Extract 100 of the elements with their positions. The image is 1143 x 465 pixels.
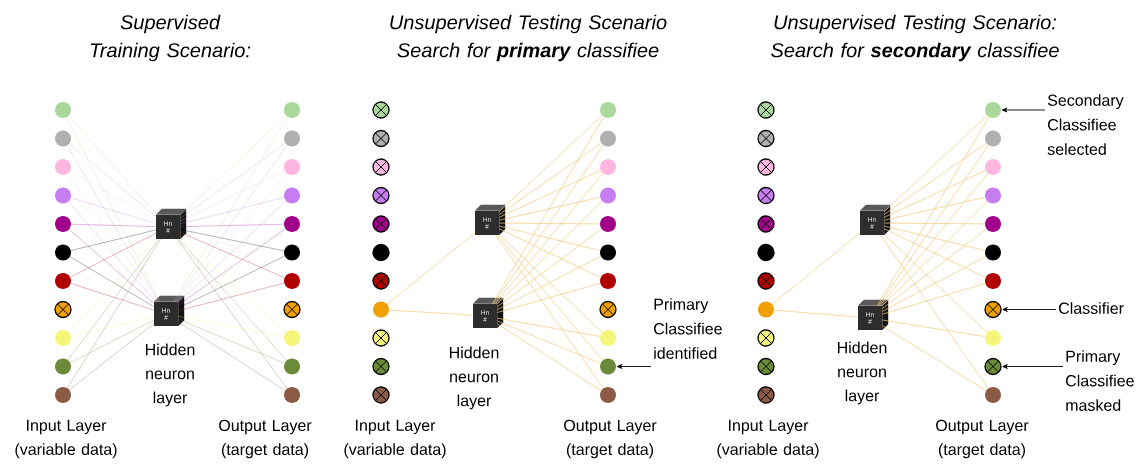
masked-neuron-circle	[757, 329, 775, 347]
connection-line	[178, 316, 285, 337]
neuron-circle	[600, 330, 616, 346]
connection-line	[498, 234, 603, 333]
connection-line	[883, 228, 986, 278]
connection-line	[881, 256, 987, 312]
neuron-circle	[284, 330, 300, 346]
connection-line	[496, 200, 603, 305]
connection-line	[878, 144, 989, 307]
masked-neuron-circle	[984, 357, 1002, 376]
connection-line	[491, 116, 605, 305]
connection-line	[180, 143, 286, 219]
neuron-circle	[55, 102, 71, 118]
neuron-circle	[985, 273, 1001, 289]
masked-neuron-circle	[372, 101, 390, 119]
connection-line	[881, 319, 986, 338]
neuron-circle	[284, 102, 300, 118]
connection-line	[178, 321, 286, 391]
connection-line	[876, 116, 990, 307]
masked-neuron-circle	[372, 272, 390, 290]
connection-line	[498, 170, 601, 218]
neuron-circle	[284, 216, 300, 232]
masked-neuron-circle	[372, 158, 390, 176]
connection-line	[176, 173, 287, 302]
connection-line	[69, 256, 154, 307]
neuron-circle	[55, 187, 71, 204]
connection-line	[69, 323, 154, 391]
connection-line	[498, 225, 601, 251]
masked-neuron-circle	[984, 300, 1002, 319]
connection-line	[178, 228, 286, 306]
connection-line	[67, 145, 159, 302]
connection-line	[68, 115, 158, 215]
layer-label: Input Layer (variable data)	[15, 419, 117, 459]
layer-label: Input Layer (variable data)	[717, 419, 819, 459]
connection-line	[180, 229, 285, 251]
neuron-circle	[985, 130, 1001, 147]
connection-line	[883, 225, 986, 251]
neuron-circle	[284, 244, 300, 261]
connection-line	[66, 117, 160, 302]
layer-label: Output Layer (target data)	[564, 419, 657, 459]
neuron-circle	[373, 301, 389, 318]
connection-line	[773, 309, 859, 318]
connection-line	[180, 115, 287, 216]
neuron-circle	[55, 216, 71, 232]
masked-neuron-circle	[757, 386, 775, 404]
leader-arrow	[1002, 307, 1057, 312]
scenario-heading: Unsupervised Testing Scenario Search for primary classifiee	[390, 14, 667, 62]
neuron-circle	[284, 159, 300, 175]
masked-neuron-circle	[757, 186, 775, 205]
masked-neuron-circle	[372, 215, 390, 233]
connection-line	[881, 228, 987, 310]
connection-line	[69, 229, 154, 304]
connection-line	[881, 283, 986, 315]
layer-label: Input Layer (variable data)	[344, 419, 446, 459]
connection-line	[69, 143, 156, 217]
layer-label: Hidden neuron layer	[837, 341, 887, 405]
masked-neuron-circle	[372, 129, 390, 148]
neuron-circle	[985, 216, 1001, 232]
callout-text: Secondary Classifiee selected	[1047, 94, 1124, 155]
connection-line	[772, 232, 861, 305]
masked-neuron-circle	[757, 357, 775, 376]
masked-neuron-circle	[757, 215, 775, 233]
connection-line	[881, 200, 988, 307]
neuron-circle	[600, 130, 616, 147]
masked-neuron-circle	[372, 243, 390, 262]
connection-line	[173, 116, 288, 302]
connection-line	[883, 234, 988, 333]
connection-line	[180, 170, 285, 222]
leader-arrow	[616, 364, 652, 369]
connection-line	[71, 224, 156, 227]
connection-line	[881, 325, 987, 391]
neuron-circle	[985, 330, 1001, 346]
connection-line	[883, 196, 986, 221]
connection-line	[498, 142, 602, 215]
masked-neuron-circle	[757, 272, 775, 290]
masked-neuron-circle	[757, 158, 775, 176]
connection-line	[388, 309, 474, 316]
connection-line	[879, 173, 989, 307]
connection-line	[498, 222, 601, 225]
connection-line	[70, 233, 156, 278]
connection-line	[178, 318, 285, 364]
connection-line	[70, 283, 154, 311]
connection-line	[68, 239, 157, 333]
layer-label: Output Layer (target data)	[936, 419, 1029, 459]
neuron-circle	[55, 244, 71, 261]
callout-text: Primary Classifiee identified	[654, 298, 722, 359]
connection-line	[180, 232, 285, 278]
connection-line	[496, 228, 602, 308]
connection-line	[67, 173, 158, 302]
connection-line	[180, 237, 287, 333]
layer-label: Hidden neuron layer	[146, 343, 195, 407]
connection-line	[495, 234, 604, 389]
neuron-circle	[600, 244, 616, 261]
connection-line	[67, 239, 159, 361]
connection-line	[496, 320, 601, 364]
connection-line	[68, 201, 156, 302]
neuron-circle	[55, 273, 71, 289]
masked-neuron-circle	[599, 300, 617, 319]
masked-neuron-circle	[757, 101, 775, 119]
neuron-circle	[284, 273, 300, 289]
